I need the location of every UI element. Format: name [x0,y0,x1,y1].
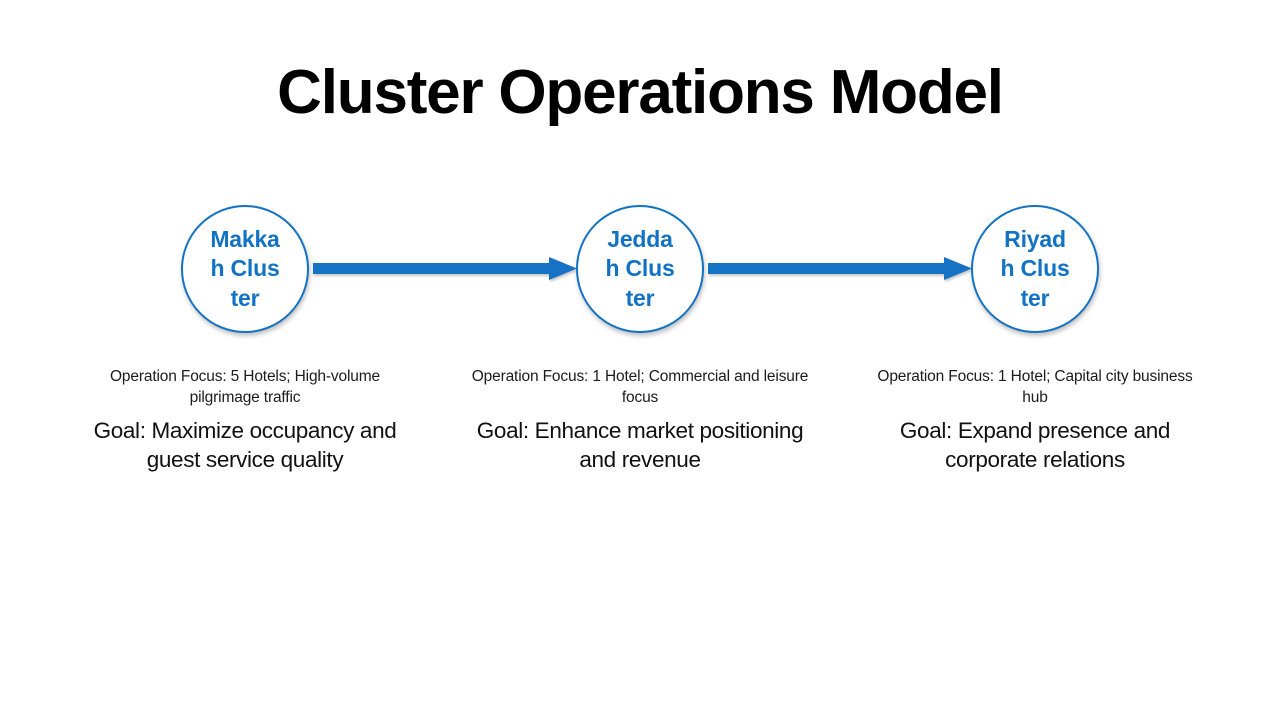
circle-shape-riyadh[interactable]: Riyadh Cluster [971,205,1099,333]
node-circle-wrap-makkah: Makkah Cluster [65,205,425,355]
cluster-node-riyadh[interactable]: Riyadh Cluster Operation Focus: 1 Hotel;… [855,205,1215,472]
circle-shape-jeddah[interactable]: Jeddah Cluster [576,205,704,333]
captions-riyadh: Operation Focus: 1 Hotel; Capital city b… [855,367,1215,475]
cluster-node-jeddah[interactable]: Jeddah Cluster Operation Focus: 1 Hotel;… [460,205,820,472]
goal-makkah: Goal: Maximize occupancy and guest servi… [93,418,397,473]
circle-shape-makkah[interactable]: Makkah Cluster [181,205,309,333]
page-title: Cluster Operations Model [277,58,1004,127]
circle-label-riyadh: Riyadh Cluster [1000,225,1070,311]
node-circle-wrap-riyadh: Riyadh Cluster [855,205,1215,355]
operation-focus-makkah: Operation Focus: 5 Hotels; High-volume p… [110,368,380,406]
cluster-node-makkah[interactable]: Makkah Cluster Operation Focus: 5 Hotels… [65,205,425,472]
goal-jeddah: Goal: Enhance market positioning and rev… [476,418,804,473]
operation-focus-riyadh: Operation Focus: 1 Hotel; Capital city b… [877,368,1193,406]
captions-makkah: Operation Focus: 5 Hotels; High-volume p… [65,367,425,475]
circle-label-makkah: Makkah Cluster [210,225,280,311]
goal-riyadh: Goal: Expand presence and corporate rela… [899,418,1171,473]
operation-focus-jeddah: Operation Focus: 1 Hotel; Commercial and… [471,368,809,406]
captions-jeddah: Operation Focus: 1 Hotel; Commercial and… [460,367,820,475]
circle-label-jeddah: Jeddah Cluster [605,225,675,311]
node-circle-wrap-jeddah: Jeddah Cluster [460,205,820,355]
